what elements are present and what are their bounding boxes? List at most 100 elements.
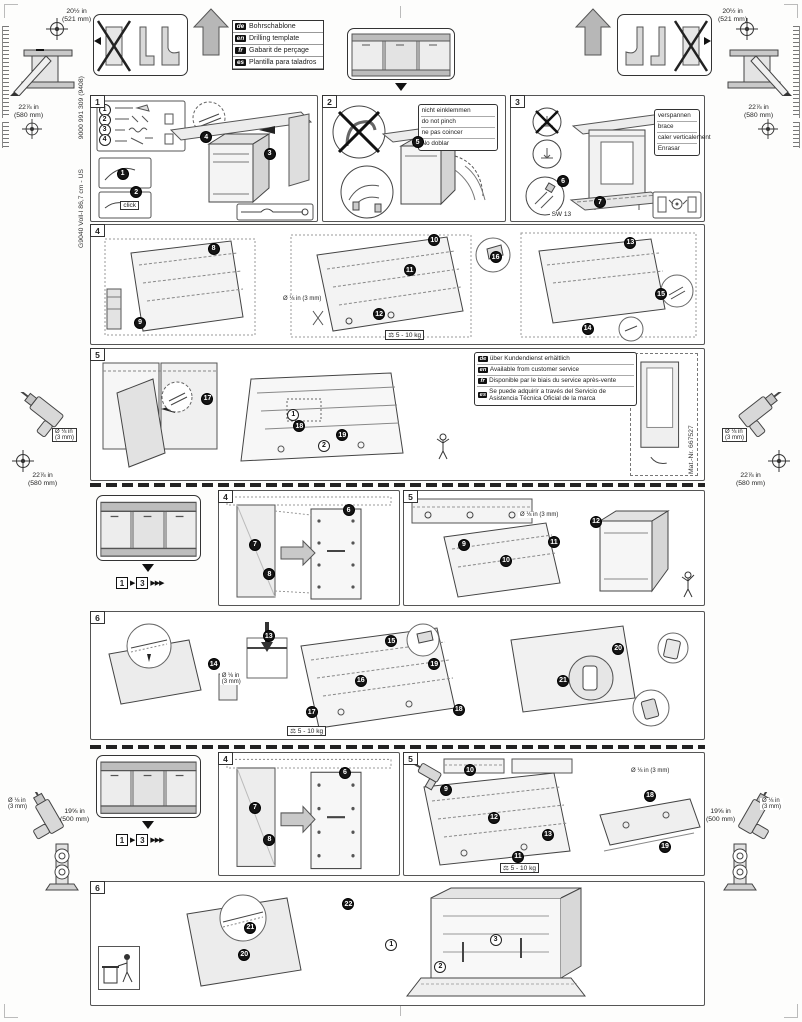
panel-types-box-left	[93, 14, 188, 76]
step-badge-3: 3	[263, 147, 276, 160]
step-badge-22: 22	[342, 898, 355, 911]
step-badge-16: 16	[354, 674, 367, 687]
step-badge-19: 19	[336, 429, 349, 442]
step-badge-11: 11	[548, 536, 560, 549]
dim-mm: (3 mm)	[55, 435, 74, 441]
dim-mm: (500 mm)	[60, 815, 90, 823]
disposal-icon-box	[98, 945, 140, 990]
legend-row: fr Gabarit de perçage	[233, 45, 323, 57]
dim-mm: (3 mm)	[8, 804, 27, 810]
note-text: Enrasar	[657, 145, 680, 152]
step-badge-20: 20	[612, 642, 625, 655]
step-6c-content: 22 21 20 1 2 3	[91, 882, 704, 1005]
step-badge-19: 19	[428, 658, 441, 671]
step-3-illustration	[525, 107, 702, 219]
dim-row1-right: 22⅞ in (580 mm)	[744, 104, 773, 120]
step-badge-1: 1	[385, 938, 398, 951]
step-number-tag: 4	[218, 752, 233, 765]
cabinet-front-illustration	[100, 761, 197, 814]
step-badge-14: 14	[581, 322, 594, 335]
arrow-up-icon	[575, 8, 611, 56]
dim-inches: Ø ⅛ in	[55, 429, 73, 435]
step-6b-illustration	[108, 622, 689, 729]
sequence-end: 3	[136, 834, 149, 846]
lang-tag: de	[478, 355, 488, 362]
dim-mm: (3 mm)	[650, 767, 670, 774]
note-text: ne pas coincer	[421, 129, 463, 136]
step-badge-2: 2	[317, 439, 330, 452]
note-row: fr Disponible par le biais du service ap…	[477, 376, 634, 387]
note-text: No doblar	[421, 140, 449, 147]
crop-mark	[4, 1017, 18, 1018]
step-3-panel: 3	[510, 95, 711, 222]
step-badge-21: 21	[244, 921, 257, 934]
dim-inches: Ø ⅛ in	[762, 798, 780, 804]
step-number-tag: 3	[510, 95, 525, 108]
note-text: verspannen	[657, 112, 691, 119]
step-badge-2: 2	[434, 960, 447, 973]
dim-row1-left: 22⅞ in (580 mm)	[14, 104, 43, 120]
weight-value: 5 - 10 kg	[297, 728, 324, 736]
step-badge-9: 9	[458, 538, 470, 551]
step-number-tag: 6	[90, 611, 105, 624]
step-badge-6: 6	[342, 504, 355, 517]
step-badge-15: 15	[655, 288, 668, 301]
note-row: verspannen	[656, 111, 698, 122]
arrow-down-icon	[142, 564, 154, 572]
lang-tag: es	[478, 392, 488, 399]
step-badge-18: 18	[644, 789, 656, 802]
note-row: Enrasar	[657, 144, 697, 154]
dim-inches: Ø ⅛ in	[283, 296, 301, 303]
lang-tag: en	[478, 366, 488, 373]
note-text: Se puede adquirir a través del Servicio …	[489, 388, 607, 403]
step-badge-11: 11	[512, 850, 524, 863]
step-4c-illustration	[226, 758, 392, 870]
section-divider	[90, 745, 705, 749]
step-badge-7: 7	[249, 538, 261, 551]
wrench-size-label: SW 13	[549, 211, 574, 218]
door-weight-label: ⚖ 5 - 10 kg	[287, 726, 327, 737]
drill-dim-bottom-right: Ø ⅛ in (3 mm)	[760, 798, 783, 810]
step-badge-10: 10	[428, 234, 441, 247]
ruler-right-top	[793, 26, 800, 118]
step-badge-8: 8	[207, 242, 220, 255]
drill-target-icon	[768, 450, 790, 472]
dim-mm: (500 mm)	[706, 815, 736, 823]
note-text: Available from customer service	[489, 366, 580, 374]
dim-inches: 19⅝ in	[710, 808, 731, 815]
step-5-content: de über Kundendienst erhältlich en Avail…	[91, 349, 704, 480]
step-6b-panel: 6	[90, 611, 705, 740]
legend-row: en Drilling template	[233, 33, 323, 45]
note-row: ne pas coincer	[420, 128, 495, 139]
step-badge-5: 5	[411, 136, 424, 149]
dim-mid-left: 22⅞ in (580 mm)	[28, 472, 57, 488]
sequence-steps-1-to-3: 1 ▶ 3 ▶▶▶	[116, 834, 165, 846]
cabinet-front-illustration	[351, 33, 451, 77]
arrow-right-icon: ▶	[130, 836, 135, 844]
step-badge-12: 12	[373, 308, 386, 321]
step-badge-3: 3	[489, 933, 502, 946]
step-badge-12: 12	[590, 515, 602, 528]
cabinet-front-illustration	[100, 501, 197, 557]
step-badge-20: 20	[238, 948, 251, 961]
arrow-up-icon	[193, 8, 229, 56]
dim-inches: Ø ⅛ in	[221, 672, 240, 679]
arrow-down-icon	[395, 83, 407, 91]
lang-tag: de	[235, 23, 246, 30]
sequence-start: 1	[116, 834, 128, 846]
crop-mark	[400, 6, 401, 18]
step-badge-9: 9	[440, 783, 452, 796]
doc-code: G9040 Voll-I 86,7 cm - US	[78, 169, 85, 248]
dim-mm: (3 mm)	[725, 435, 744, 441]
drill-target-icon	[758, 119, 778, 139]
step-badge-2: 2	[130, 186, 143, 199]
step-badge-14: 14	[207, 658, 220, 671]
section-divider	[90, 483, 705, 487]
crop-mark	[4, 4, 18, 5]
legend-text: Drilling template	[249, 35, 300, 42]
